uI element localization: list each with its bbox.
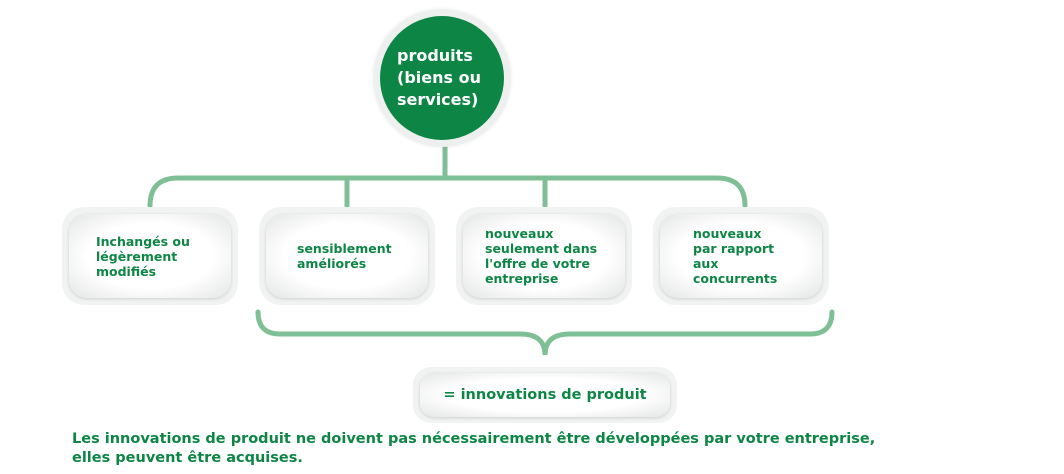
category-new-to-firm: nouveaux seulement dans l'offre de votre… xyxy=(456,207,632,305)
category-new-to-market: nouveaux par rapport aux concurrents xyxy=(653,207,829,305)
root-node: produits (biens ou services) xyxy=(380,16,504,140)
category-label: nouveaux par rapport aux concurrents xyxy=(693,226,778,286)
category-improved: sensiblement améliorés xyxy=(259,207,435,305)
branch-bar xyxy=(147,175,748,209)
root-label: produits (biens ou services) xyxy=(397,46,481,109)
footer-line-2: elles peuvent être acquises. xyxy=(72,450,303,466)
result-label: = innovations de produit xyxy=(443,387,647,403)
footer-note: Les innovations de produit ne doivent pa… xyxy=(72,430,875,468)
category-label: sensiblement améliorés xyxy=(297,241,392,271)
category-label: Inchangés ou légèrement modifiés xyxy=(96,233,190,279)
footer-line-1: Les innovations de produit ne doivent pa… xyxy=(72,431,876,447)
category-label: nouveaux seulement dans l'offre de votre… xyxy=(485,226,598,286)
grouping-brace xyxy=(255,309,835,356)
result-node: = innovations de produit xyxy=(413,367,677,423)
category-unchanged: Inchangés ou légèrement modifiés xyxy=(62,207,238,305)
